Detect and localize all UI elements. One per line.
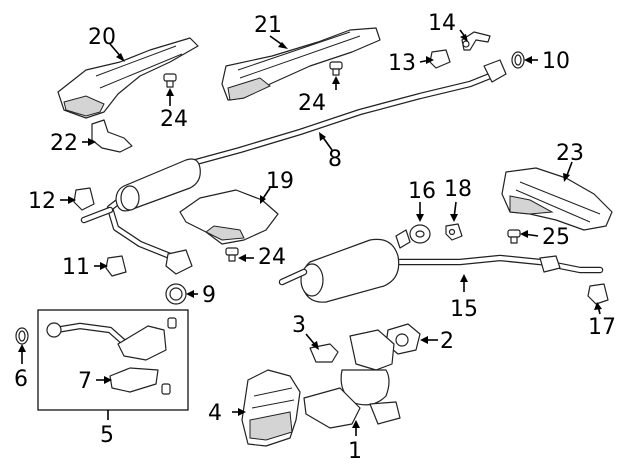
callout-21: 21 <box>254 13 282 38</box>
callout-3: 3 <box>292 313 306 338</box>
callout-12: 12 <box>28 189 56 214</box>
callout-15: 15 <box>450 297 478 322</box>
callout-labels: 20 21 14 13 10 24 24 22 8 23 19 12 16 18… <box>14 11 616 464</box>
part-17-rubber-mount <box>587 283 609 305</box>
callout-2: 2 <box>440 329 454 354</box>
part-12-rubber-mount <box>73 187 95 211</box>
part-8-intermediate-pipe <box>80 59 507 275</box>
part-24-bolt-a <box>163 73 177 88</box>
part-19-heat-shield <box>179 189 279 245</box>
part-15-muffler <box>278 229 604 303</box>
part-24-bolt-c <box>225 247 239 262</box>
callout-19: 19 <box>266 169 294 194</box>
callout-4: 4 <box>208 401 222 426</box>
part-11-rubber-mount <box>105 255 127 277</box>
part-14-hanger <box>461 31 491 51</box>
part-24-bolt-b <box>329 61 343 76</box>
callout-18: 18 <box>444 177 472 202</box>
callout-16: 16 <box>408 179 436 204</box>
part-16-rubber-mount <box>409 224 431 244</box>
leader-lines <box>18 29 602 436</box>
part-13-rubber-mount <box>429 49 451 69</box>
callout-11: 11 <box>62 255 90 280</box>
part-4-insulator <box>241 369 301 447</box>
part-20-heat-shield <box>57 37 199 119</box>
callout-13: 13 <box>388 51 416 76</box>
callout-22: 22 <box>50 131 78 156</box>
callout-10: 10 <box>542 49 570 74</box>
part-9-gasket <box>165 283 187 305</box>
callout-1: 1 <box>348 439 362 464</box>
part-10-gasket <box>511 51 525 69</box>
part-2-gasket <box>385 323 421 355</box>
callout-8: 8 <box>328 147 342 172</box>
callout-20: 20 <box>88 25 116 50</box>
part-5-inset <box>37 309 189 411</box>
part-1-converter <box>303 329 401 429</box>
callout-9: 9 <box>202 283 216 308</box>
callout-24b: 24 <box>298 91 326 116</box>
part-23-heat-shield <box>501 167 613 231</box>
callout-7: 7 <box>78 369 92 394</box>
part-25-bolt <box>507 229 521 244</box>
callout-14: 14 <box>428 11 456 36</box>
part-22-bracket <box>91 119 133 153</box>
callout-24a: 24 <box>160 107 188 132</box>
part-18-hanger <box>445 223 463 241</box>
callout-17: 17 <box>588 315 616 340</box>
callout-25: 25 <box>542 225 570 250</box>
part-6-gasket <box>15 327 29 345</box>
callout-6: 6 <box>14 367 28 392</box>
callout-23: 23 <box>556 141 584 166</box>
callout-5: 5 <box>100 423 114 448</box>
callout-24c: 24 <box>258 245 286 270</box>
part-21-heat-shield <box>221 27 381 101</box>
